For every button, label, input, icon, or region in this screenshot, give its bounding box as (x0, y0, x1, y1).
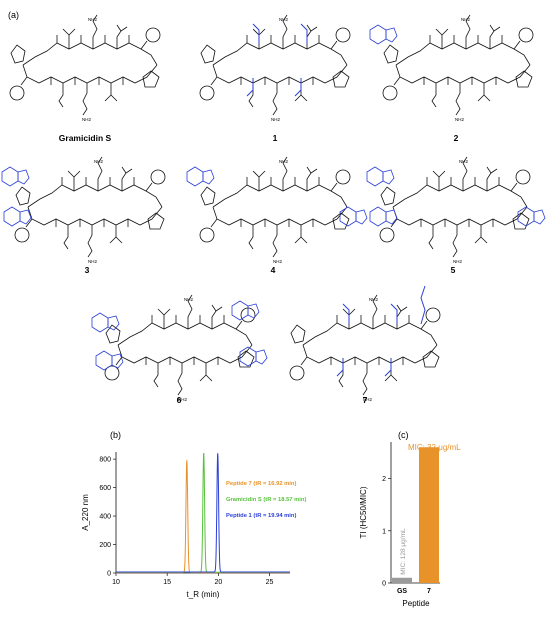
amine-label: NH2 (184, 297, 193, 302)
bar (419, 447, 439, 583)
amine-label: NH2 (88, 17, 97, 22)
compound-label: Gramicidin S (59, 133, 112, 143)
x-tick-label: 10 (112, 579, 120, 586)
amine-label: NH2 (459, 159, 468, 164)
structure-6: NH2 NH2 (91, 294, 268, 402)
x-axis-label: t_R (min) (187, 590, 220, 599)
legend-entry: Peptide 7 (tR = 16.92 min) (226, 481, 296, 487)
compound-label: 6 (177, 395, 182, 405)
panel-label-b: (b) (110, 430, 121, 440)
amine-label: NH2 (273, 259, 282, 264)
series-line (116, 453, 290, 573)
compound-label: 7 (363, 395, 368, 405)
ti-bar-chart: 0 1 2 GS 7 MIC: 128 μg/mL MIC: 32 μg/mL TI (H… (359, 442, 461, 608)
amine-label: NH2 (178, 397, 187, 402)
structure-5: NH2 NH2 (366, 156, 546, 264)
y-axis-label: A_220 nm (81, 494, 90, 531)
amine-label: NH2 (279, 159, 288, 164)
category-label: GS (397, 588, 407, 595)
structure-7: NH2 NH2 (289, 285, 441, 402)
x-tick-label: 25 (266, 579, 274, 586)
legend-entry: Peptide 1 (tR = 19.94 min) (226, 513, 296, 519)
panel-label-a: (a) (8, 10, 19, 20)
structure-gramicidin-s: NH2 NH2 (9, 14, 161, 122)
bar (392, 577, 412, 583)
amine-label: NH2 (363, 397, 372, 402)
amine-label: NH2 (279, 17, 288, 22)
hplc-chart: 0 200 400 600 800 10 15 20 25 Peptide 7 (tR = 16… (81, 452, 306, 599)
bar-annotation: MIC: 32 μg/mL (408, 443, 461, 452)
bar-annotation: MIC: 128 μg/mL (400, 528, 407, 575)
y-tick-label: 0 (382, 581, 386, 588)
x-axis-label: Peptide (402, 599, 430, 608)
category-label: 7 (427, 588, 431, 595)
panel-label-c: (c) (398, 430, 409, 440)
compound-label: 5 (451, 265, 456, 275)
x-tick-label: 15 (163, 579, 171, 586)
amine-label: NH2 (453, 259, 462, 264)
amine-label: NH2 (82, 117, 91, 122)
amine-label: NH2 (369, 297, 378, 302)
legend-entry: Gramicidin S (tR = 18.57 min) (226, 497, 306, 503)
compound-label: 4 (271, 265, 276, 275)
compound-label: 3 (85, 265, 90, 275)
compound-label: 2 (454, 133, 459, 143)
structure-4: NH2 NH2 (186, 156, 368, 264)
structure-2: NH2 NH2 (369, 14, 534, 122)
x-tick-label: 20 (214, 579, 222, 586)
y-tick-label: 200 (99, 542, 111, 549)
amine-label: NH2 (94, 159, 103, 164)
y-tick-label: 400 (99, 514, 111, 521)
structure-1: NH2 NH2 (199, 14, 351, 122)
amine-label: NH2 (271, 117, 280, 122)
amine-label: NH2 (88, 259, 97, 264)
y-tick-label: 2 (382, 476, 386, 483)
y-tick-label: 0 (107, 571, 111, 578)
amine-label: NH2 (455, 117, 464, 122)
y-axis-label: TI (HC50/MIC) (359, 486, 368, 538)
amine-label: NH2 (461, 17, 470, 22)
y-tick-label: 1 (382, 528, 386, 535)
y-tick-label: 600 (99, 485, 111, 492)
compound-label: 1 (273, 133, 278, 143)
y-tick-label: 800 (99, 457, 111, 464)
structure-3: NH2 NH2 (1, 156, 166, 264)
